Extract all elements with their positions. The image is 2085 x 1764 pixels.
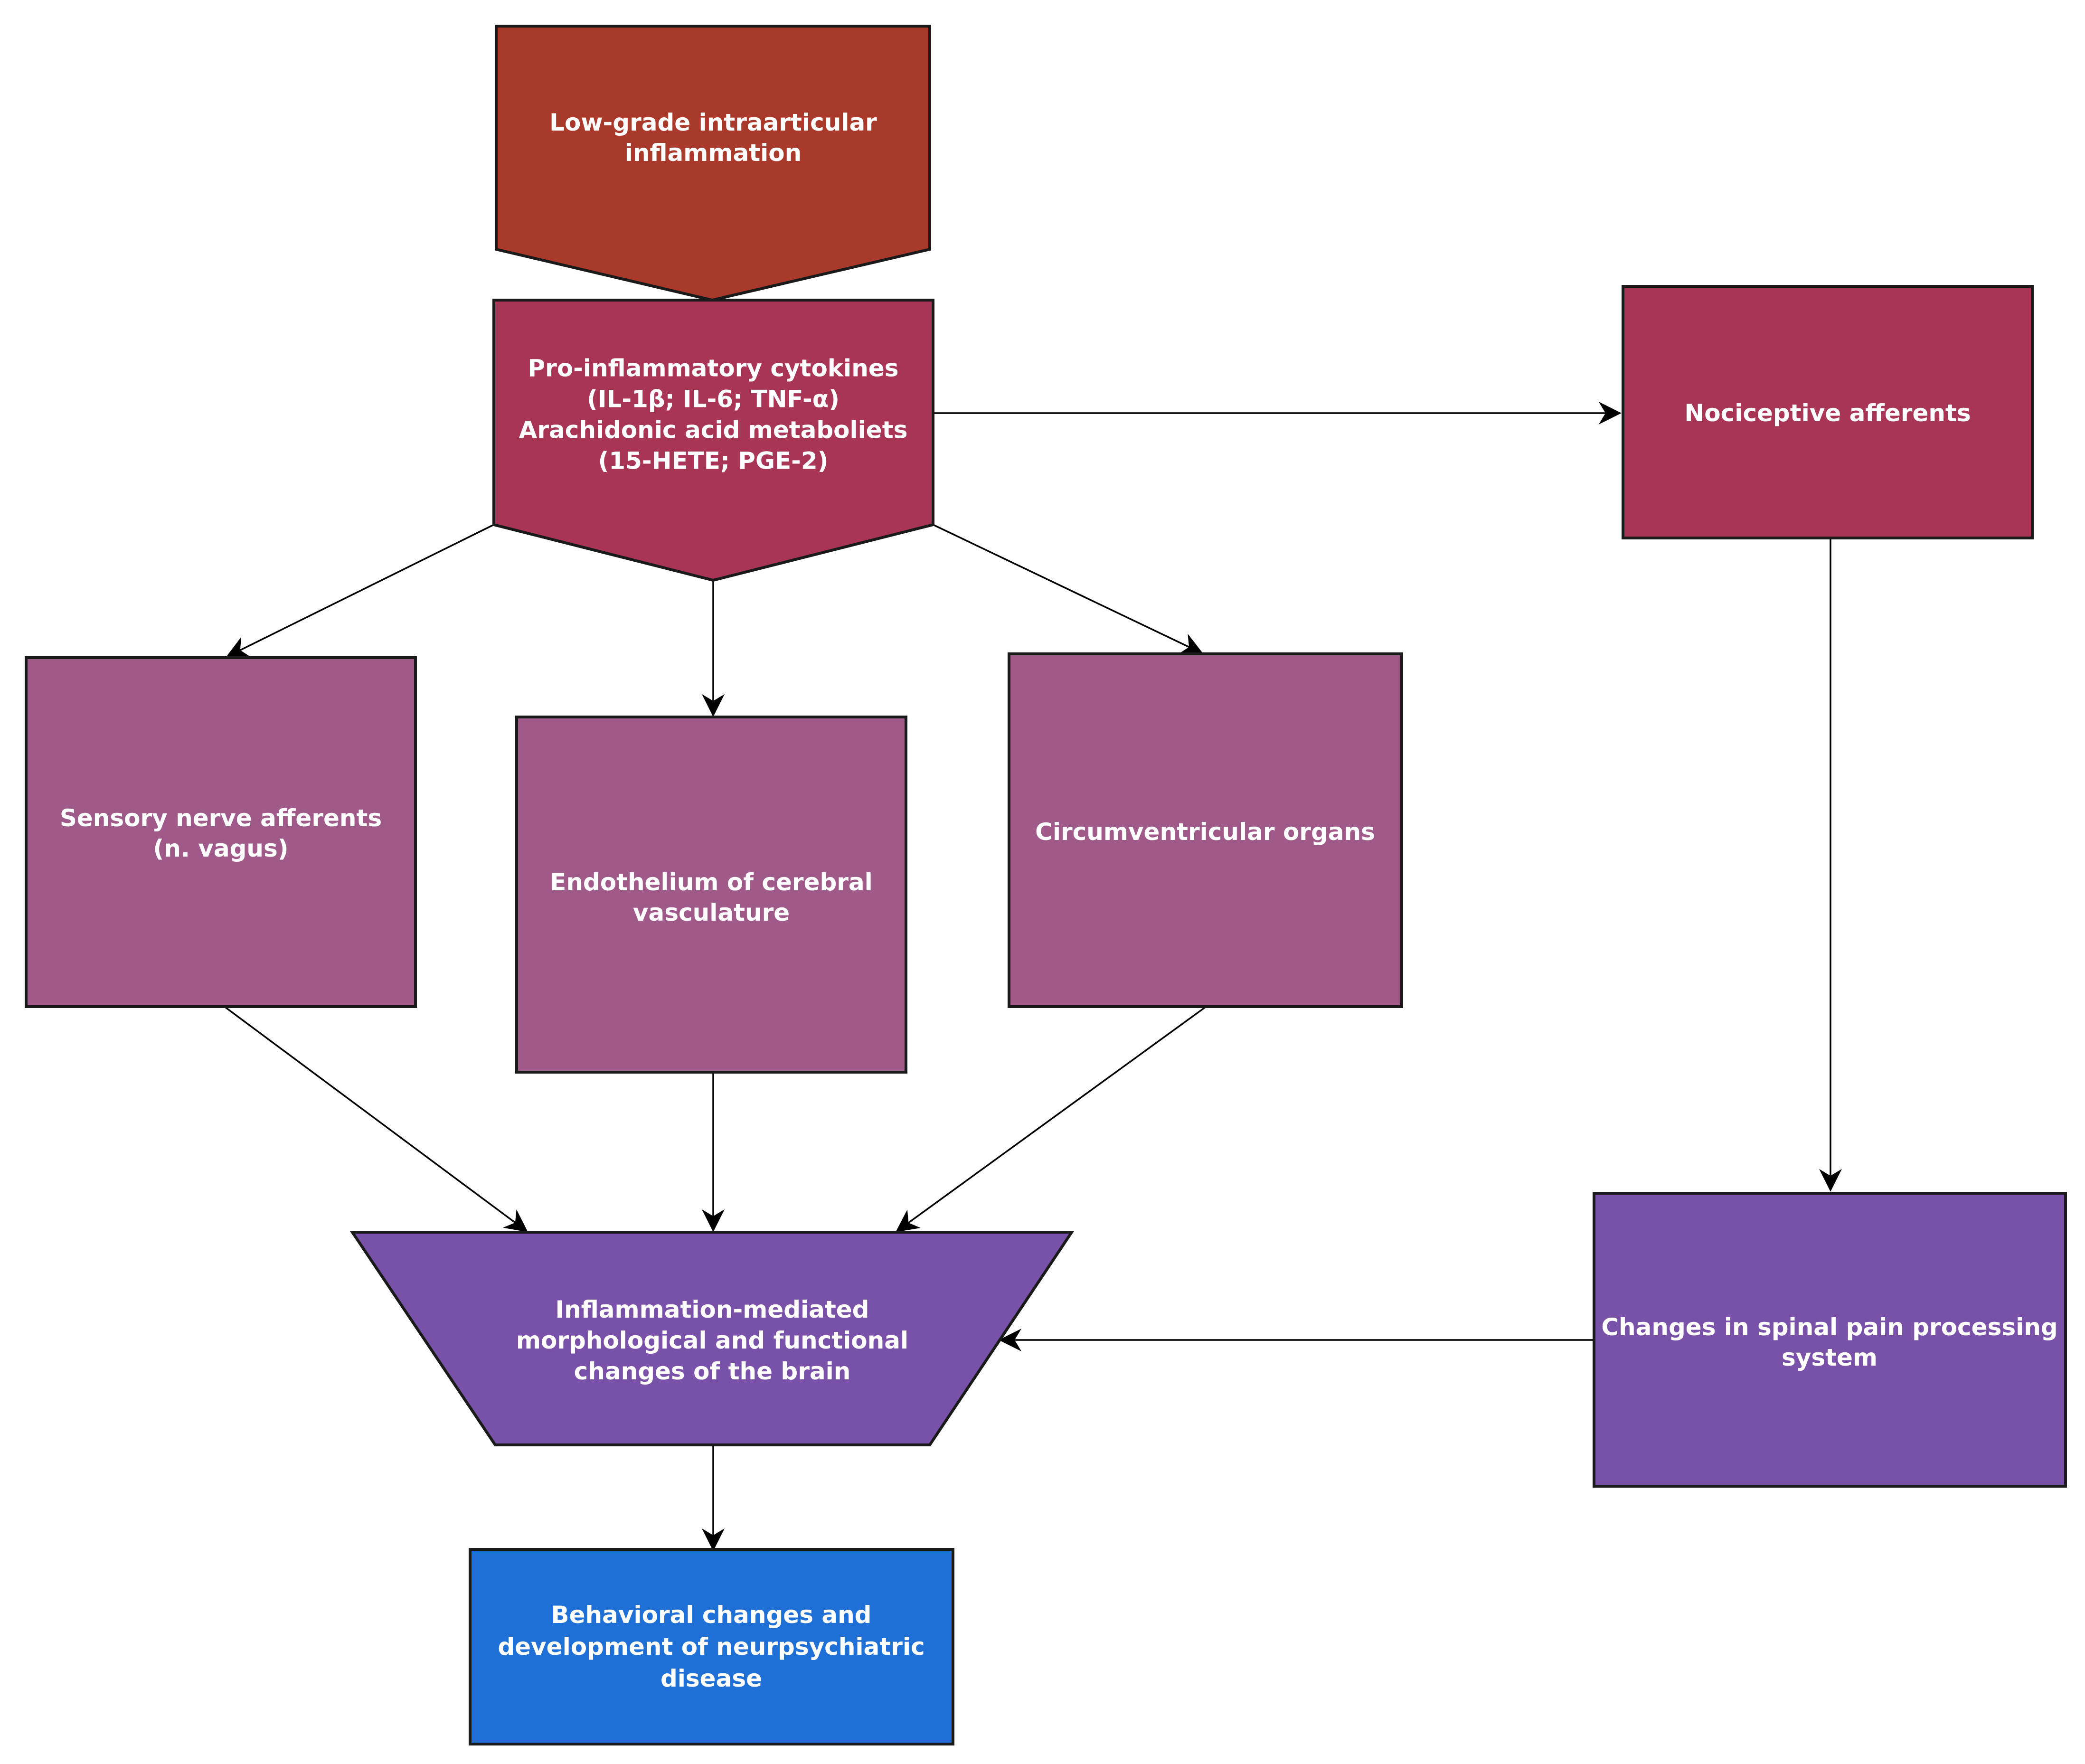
box-shape [1622,285,2034,539]
node-label-line: disease [660,1665,762,1692]
node-label: Inflammation-mediated morphological and f… [516,1296,908,1385]
node-label: Low-grade intraarticular inflammation [549,109,877,167]
node-label: Behavioral changes and development of neu… [498,1601,925,1692]
node-label-line: Arachidonic acid metaboliets [519,416,908,444]
node-label-line: Nociceptive afferents [1684,399,1971,427]
box-shape [25,656,417,1008]
edge-cytokines-to-sensory [226,524,494,658]
node-label-line: (15-HETE; PGE-2) [598,447,828,475]
node-circumventricular-organs: Circumventricular organs [1008,652,1403,1008]
node-label-line: development of neurpsychiatric [498,1633,925,1660]
box-shape [515,716,907,1074]
node-cytokines: Pro-inflammatory cytokines (IL-1β; IL-6; … [492,299,934,582]
node-behavioral-changes: Behavioral changes and development of neu… [469,1548,954,1745]
node-label: Changes in spinal pain processing system [1601,1313,2057,1371]
pentagon-shape [495,25,931,302]
node-low-grade-inflammation: Low-grade intraarticular inflammation [495,25,931,302]
node-label-line: Circumventricular organs [1035,818,1375,846]
node-label-line: Inflammation-mediated [556,1296,869,1323]
edge-circumventricular-to-brain [896,1006,1207,1232]
pentagon-shape [492,299,934,582]
node-label-line: inflammation [625,139,802,167]
edges [222,402,1842,1551]
node-label: Circumventricular organs [1035,818,1375,846]
node-endothelium: Endothelium of cerebral vasculature [515,716,907,1074]
node-label-line: Pro-inflammatory cytokines [528,355,899,382]
node-brain-changes: Inflammation-mediated morphological and f… [349,1231,1075,1446]
node-label-line: Low-grade intraarticular [549,109,877,136]
node-label-line: Changes in spinal pain processing [1601,1313,2057,1341]
box-shape [469,1548,954,1745]
node-label: Pro-inflammatory cytokines (IL-1β; IL-6; … [519,355,908,475]
node-label-line: changes of the brain [574,1358,851,1385]
node-label: Sensory nerve afferents (n. vagus) [60,804,382,862]
edge-sensory-to-brain [222,1005,528,1232]
node-label-line: (n. vagus) [153,835,288,862]
node-sensory-nerve-afferents: Sensory nerve afferents (n. vagus) [25,656,417,1008]
node-spinal-pain-processing: Changes in spinal pain processing system [1593,1192,2067,1488]
node-label: Nociceptive afferents [1684,399,1971,427]
node-label-line: system [1782,1344,1877,1371]
node-label-line: Endothelium of cerebral [550,868,873,896]
node-label-line: vasculature [633,899,790,926]
trapezoid-shape [349,1231,1075,1446]
edge-cytokines-to-circumventricular [933,524,1204,655]
node-label-line: morphological and functional [516,1327,908,1354]
node-label: Endothelium of cerebral vasculature [550,868,873,926]
node-nociceptive-afferents: Nociceptive afferents [1622,285,2034,539]
node-label-line: Sensory nerve afferents [60,804,382,832]
box-shape [1593,1192,2067,1488]
node-label-line: Behavioral changes and [551,1601,872,1629]
box-shape [1008,652,1403,1008]
node-label-line: (IL-1β; IL-6; TNF-α) [587,386,840,413]
